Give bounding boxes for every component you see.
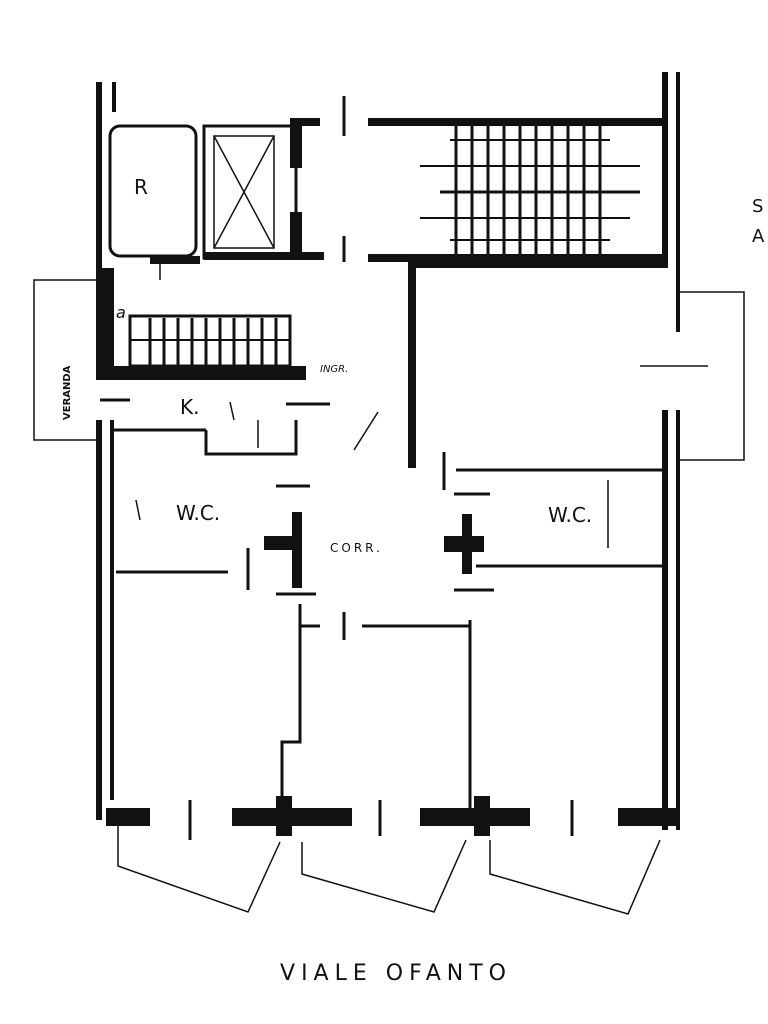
edge-mark-line-1: S [752,196,763,217]
r-mark: R [134,175,148,199]
facade [106,796,676,915]
veranda-label: VERANDA [62,365,73,420]
edge-mark: S A [752,196,768,247]
right-balcony [640,291,745,461]
kitchen-label: K. [180,395,199,419]
partitions [100,96,664,808]
room-labels: W.C. W.C. CORR. K. INGR. VERANDA R a S A… [62,175,768,986]
wc-right-label: W.C. [548,503,592,527]
stair-right-treads [420,126,640,254]
corridor-label: CORR. [330,541,383,555]
street-label: VIALE OFANTO [280,961,512,986]
wc-left-label: W.C. [176,501,220,525]
sketch-marks [135,264,379,521]
outer-walls [96,72,680,830]
stair-left-treads [130,318,292,366]
entrance-label: INGR. [320,364,348,375]
main-staircase [368,118,668,468]
veranda [33,279,96,441]
edge-mark-line-2: A [752,226,765,247]
a-mark: a [116,303,126,322]
